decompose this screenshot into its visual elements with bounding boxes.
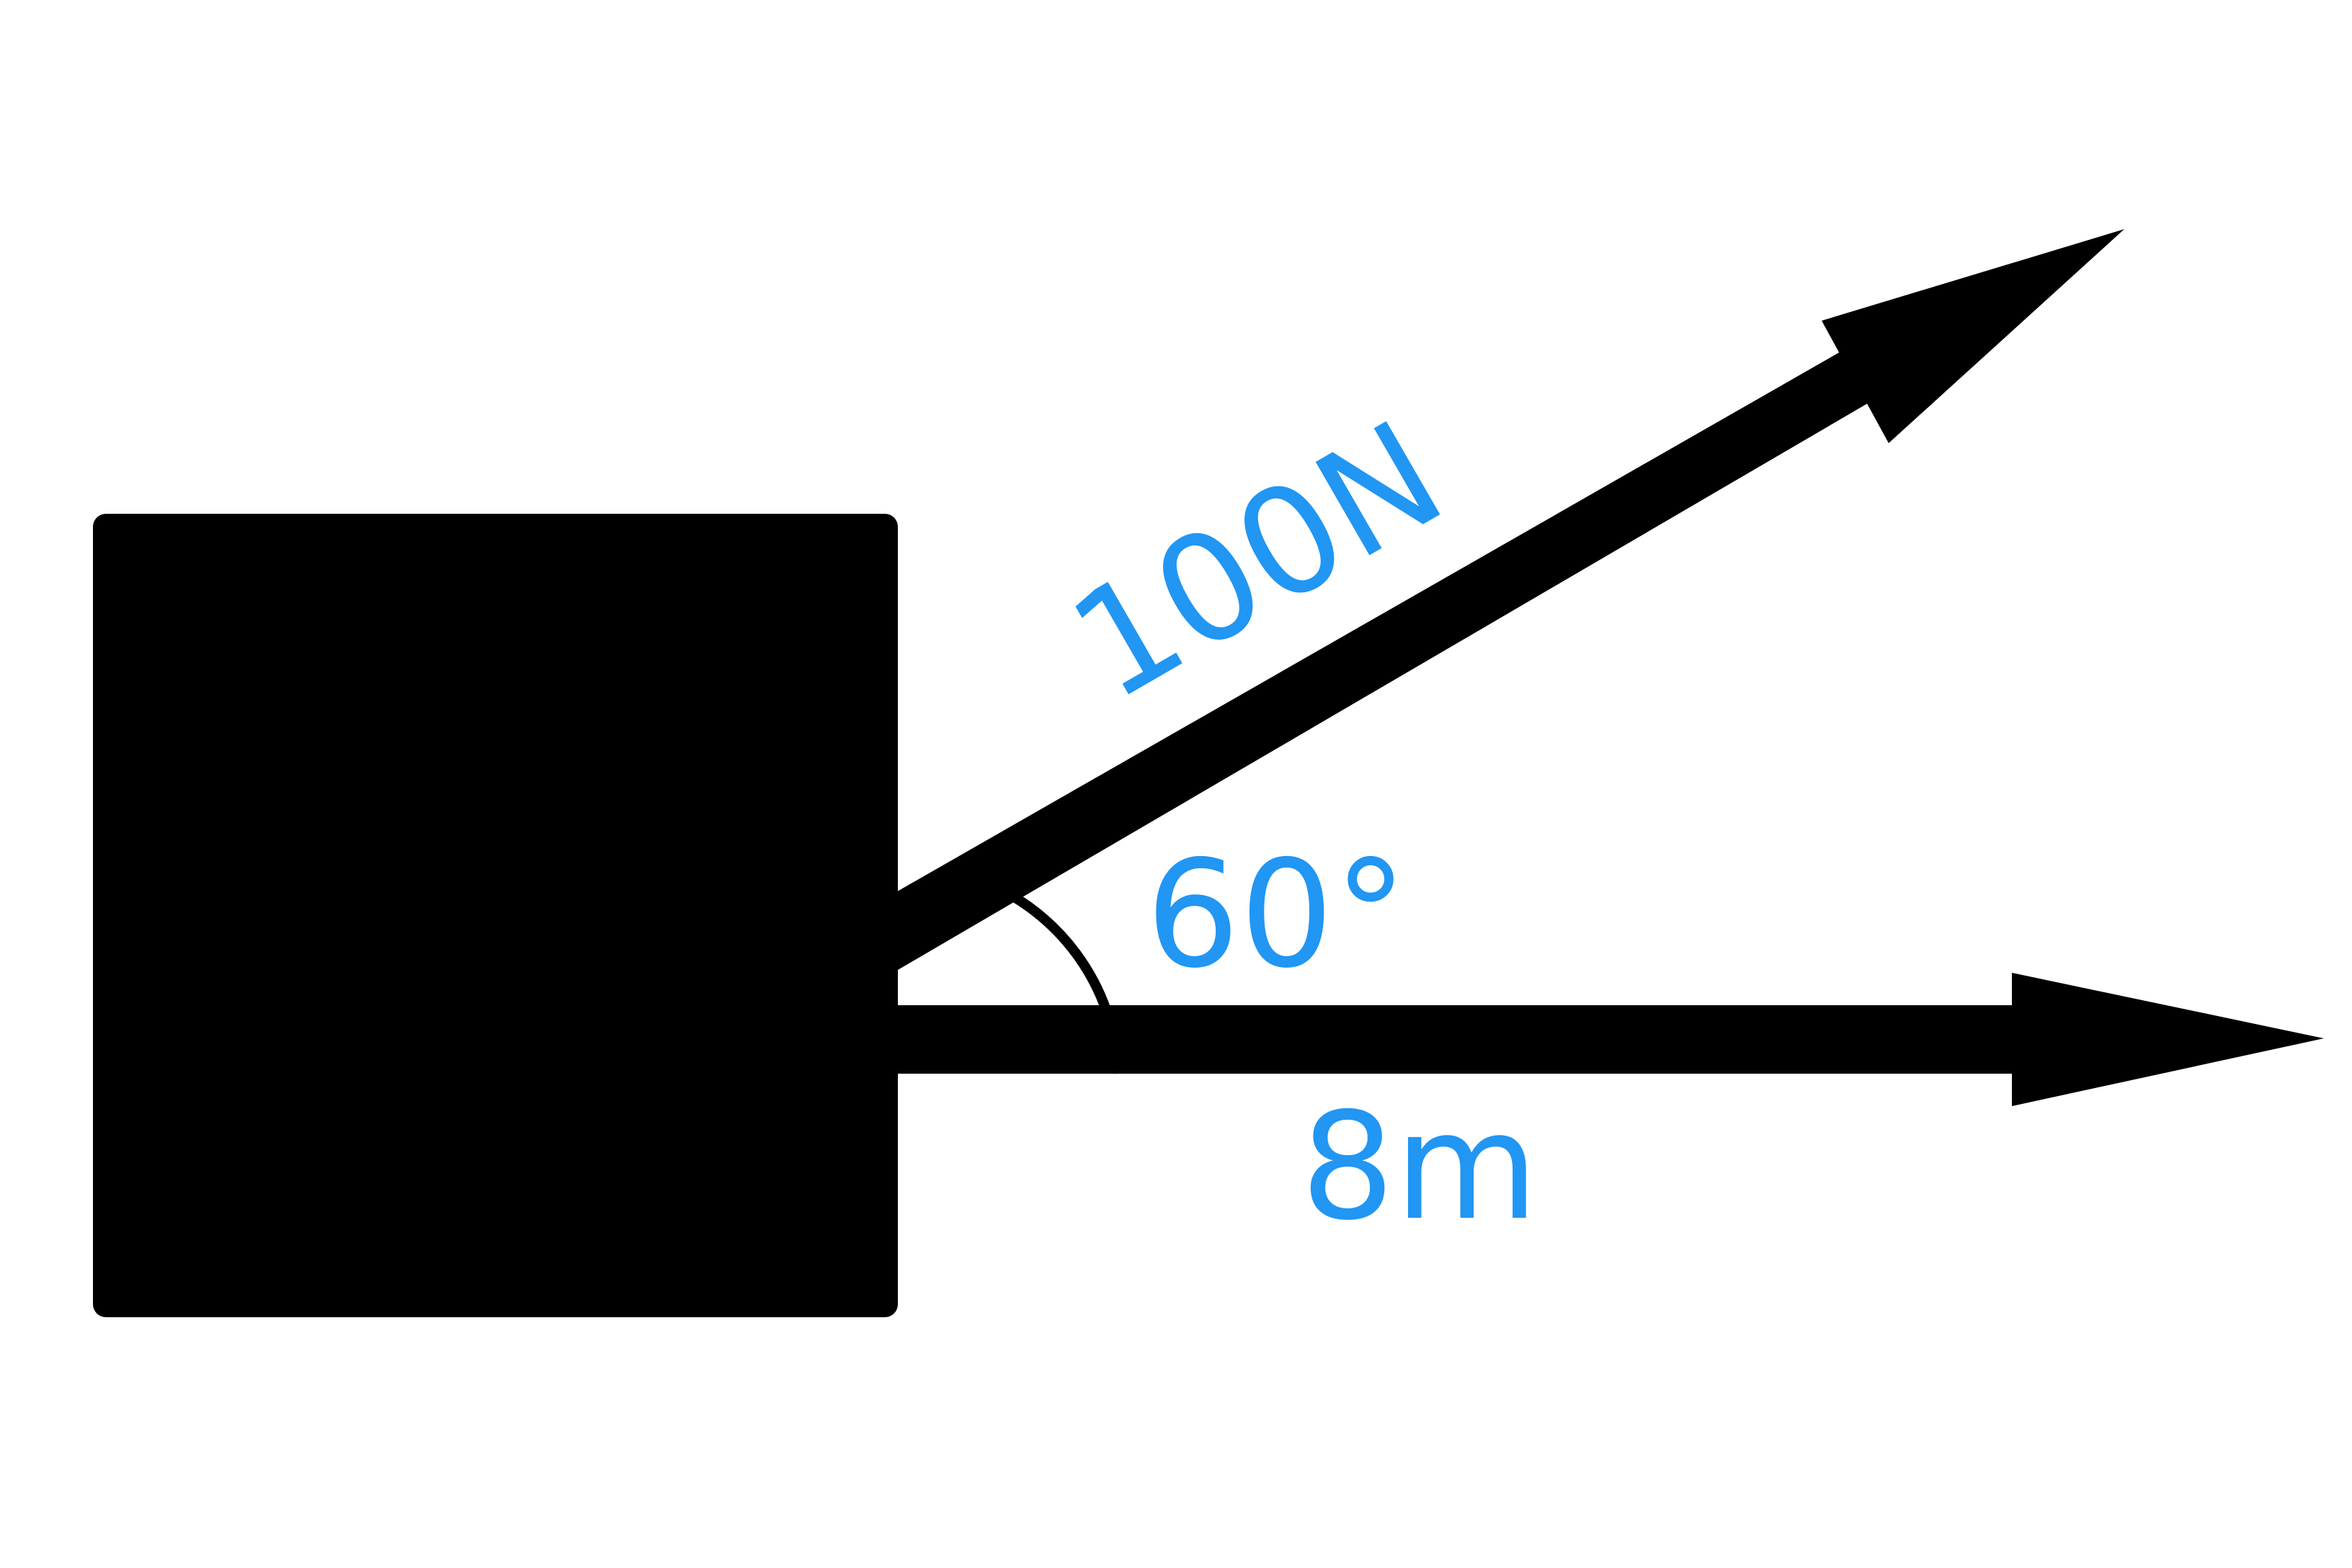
force-arrow — [888, 229, 2124, 970]
force-arrow-head — [1822, 229, 2124, 443]
displacement-arrow — [894, 973, 2324, 1106]
force-arrow-shaft — [888, 351, 1874, 970]
displacement-arrow-head — [2012, 973, 2324, 1106]
distance-label: 8m — [1301, 1082, 1538, 1253]
block — [93, 514, 898, 1317]
angle-label: 60° — [1146, 829, 1407, 1001]
force-label: 100N — [1045, 389, 1471, 734]
displacement-arrow-shaft — [894, 1005, 2018, 1074]
angle-arc — [971, 873, 1123, 1074]
